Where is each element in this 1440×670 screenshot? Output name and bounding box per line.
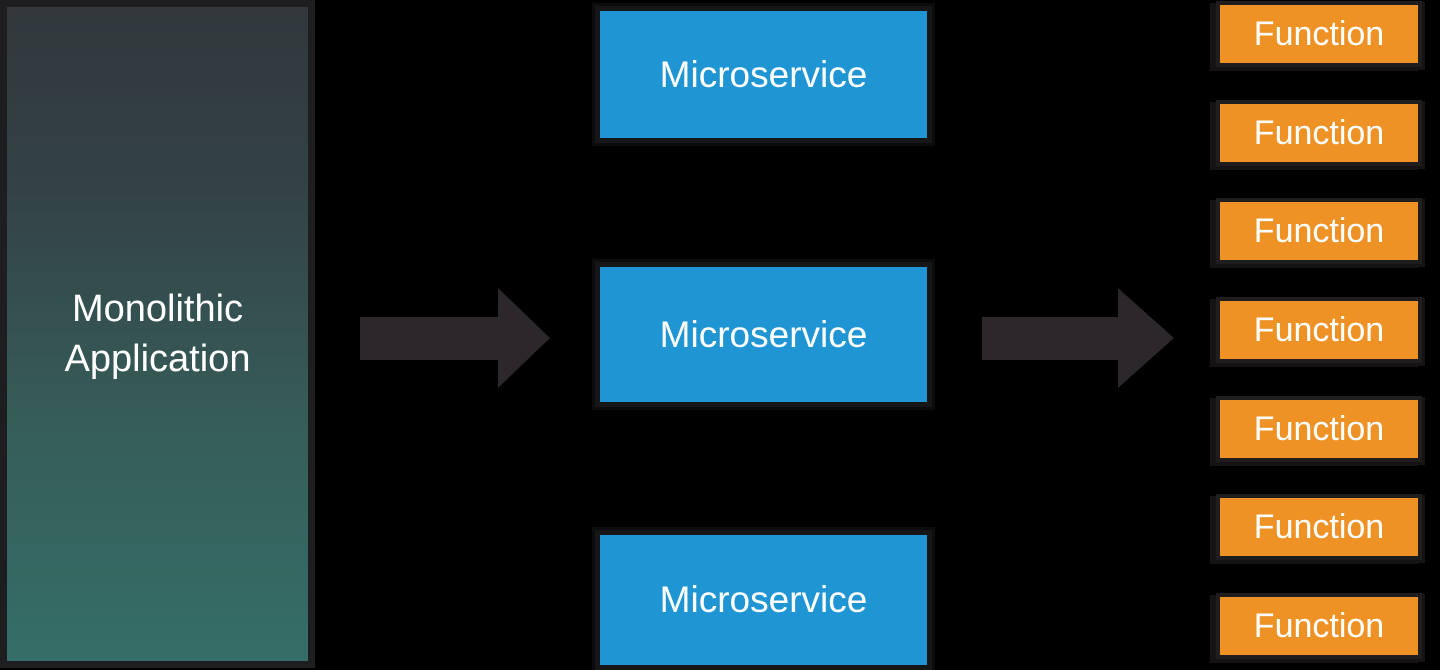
arrow-shaft [360, 317, 502, 360]
function-block: Function [1216, 297, 1422, 363]
function-label: Function [1253, 14, 1385, 53]
microservice-label: Microservice [659, 53, 868, 95]
arrow-shaft [982, 317, 1122, 360]
microservice-block: Microservice [595, 530, 932, 670]
function-label: Function [1253, 507, 1385, 546]
arrow-right-icon [360, 288, 550, 388]
monolith-label-line1: Monolithic [71, 288, 244, 330]
microservice-label: Microservice [659, 313, 868, 355]
function-label: Function [1253, 113, 1385, 152]
function-block: Function [1216, 1, 1422, 67]
monolithic-application-label: Monolithic Application [65, 284, 251, 384]
microservice-block: Microservice [595, 262, 932, 407]
arrow-right-icon [982, 288, 1174, 388]
arrow-head [498, 288, 550, 388]
function-block: Function [1216, 396, 1422, 462]
function-label: Function [1253, 409, 1385, 448]
function-label: Function [1253, 310, 1385, 349]
microservice-block: Microservice [595, 6, 932, 143]
function-label: Function [1253, 211, 1385, 250]
function-block: Function [1216, 593, 1422, 659]
monolithic-application-block: Monolithic Application [0, 0, 315, 668]
monolith-label-line2: Application [64, 338, 251, 380]
function-block: Function [1216, 494, 1422, 560]
function-block: Function [1216, 198, 1422, 264]
arrow-head [1118, 288, 1174, 388]
microservice-label: Microservice [659, 579, 868, 620]
function-block: Function [1216, 100, 1422, 166]
function-label: Function [1253, 606, 1385, 645]
